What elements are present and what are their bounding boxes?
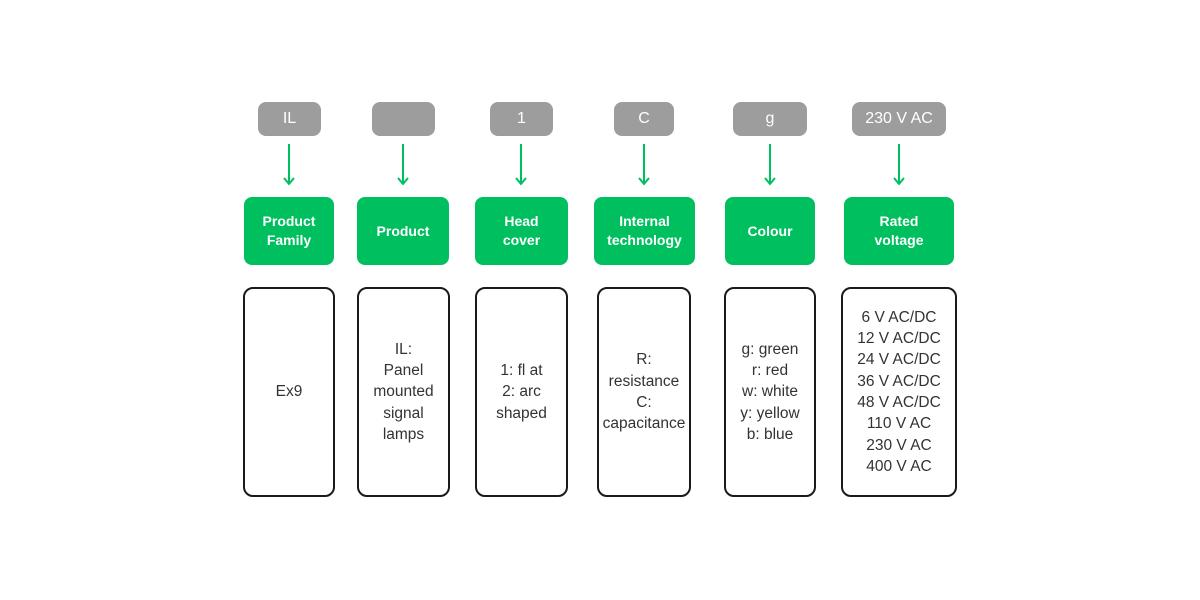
down-arrow-icon xyxy=(638,144,650,186)
options-colour: g: green r: red w: white y: yellow b: bl… xyxy=(724,287,816,497)
category-internal-technology: Internal technology xyxy=(594,197,695,265)
code-chip-product-family: IL xyxy=(258,102,321,136)
down-arrow-icon xyxy=(515,144,527,186)
category-product-family: Product Family xyxy=(244,197,334,265)
code-chip-internal-technology: C xyxy=(614,102,674,136)
category-head-cover: Head cover xyxy=(475,197,568,265)
options-internal-technology: R: resistance C: capacitance xyxy=(597,287,691,497)
category-product: Product xyxy=(357,197,449,265)
options-rated-voltage: 6 V AC/DC 12 V AC/DC 24 V AC/DC 36 V AC/… xyxy=(841,287,957,497)
down-arrow-icon xyxy=(764,144,776,186)
category-rated-voltage: Rated voltage xyxy=(844,197,954,265)
options-product-family: Ex9 xyxy=(243,287,335,497)
code-chip-product xyxy=(372,102,435,136)
options-product: IL: Panel mounted signal lamps xyxy=(357,287,450,497)
down-arrow-icon xyxy=(397,144,409,186)
down-arrow-icon xyxy=(893,144,905,186)
category-colour: Colour xyxy=(725,197,815,265)
code-chip-head-cover: 1 xyxy=(490,102,553,136)
code-chip-rated-voltage: 230 V AC xyxy=(852,102,946,136)
down-arrow-icon xyxy=(283,144,295,186)
code-chip-colour: g xyxy=(733,102,807,136)
options-head-cover: 1: fl at 2: arc shaped xyxy=(475,287,568,497)
